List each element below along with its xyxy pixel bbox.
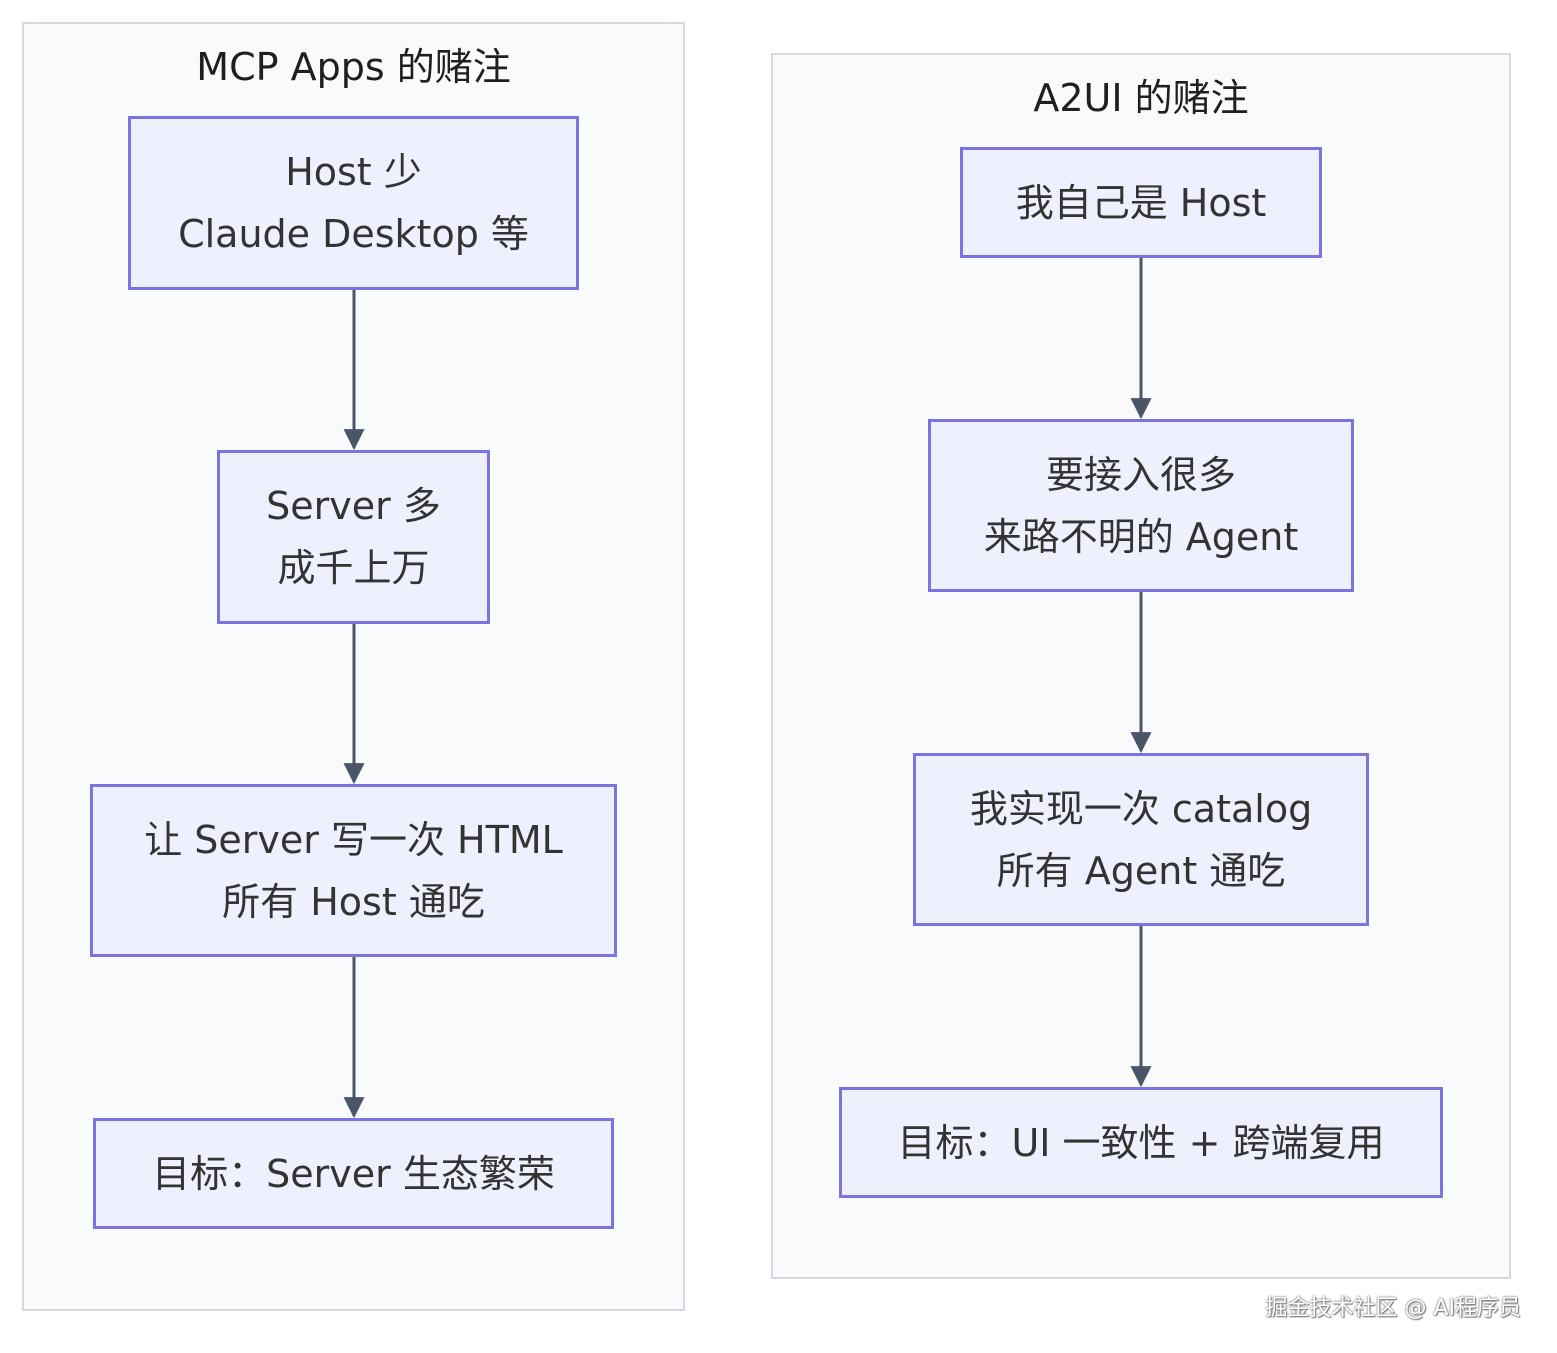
node-goal-ui-consistency-line-1: 目标：UI 一致性 + 跨端复用 [897,1120,1385,1165]
node-server-many-line-1: Server 多 [266,484,441,528]
watermark: 掘金技术社区 @ AI程序员 [1265,1296,1521,1321]
node-catalog-once-line-1: 我实现一次 catalog [969,786,1313,831]
node-catalog-once: 我实现一次 catalog 所有 Agent 通吃 [913,753,1369,926]
node-host-few: Host 少 Claude Desktop 等 [128,116,579,290]
node-many-agents-line-2: 来路不明的 Agent [983,514,1299,559]
node-host-few-line-1: Host 少 [285,150,422,194]
node-goal-server-ecosystem: 目标：Server 生态繁荣 [93,1118,614,1229]
cluster-title-a2ui: A2UI 的赌注 [1033,76,1249,120]
node-server-write-once-line-2: 所有 Host 通吃 [222,879,485,924]
node-goal-ui-consistency: 目标：UI 一致性 + 跨端复用 [839,1087,1443,1198]
cluster-title-mcp-apps: MCP Apps 的赌注 [196,45,511,89]
node-catalog-once-line-2: 所有 Agent 通吃 [996,848,1286,893]
node-server-many: Server 多 成千上万 [217,450,490,624]
node-i-am-host-line-1: 我自己是 Host [1015,180,1267,225]
node-server-write-once: 让 Server 写一次 HTML 所有 Host 通吃 [90,784,617,957]
node-goal-server-ecosystem-line-1: 目标：Server 生态繁荣 [152,1151,555,1196]
node-host-few-line-2: Claude Desktop 等 [178,212,529,256]
node-i-am-host: 我自己是 Host [960,147,1322,258]
node-many-agents-line-1: 要接入很多 [1045,452,1236,497]
node-server-many-line-2: 成千上万 [277,546,430,590]
node-server-write-once-line-1: 让 Server 写一次 HTML [144,817,563,862]
node-many-agents: 要接入很多 来路不明的 Agent [928,419,1354,592]
